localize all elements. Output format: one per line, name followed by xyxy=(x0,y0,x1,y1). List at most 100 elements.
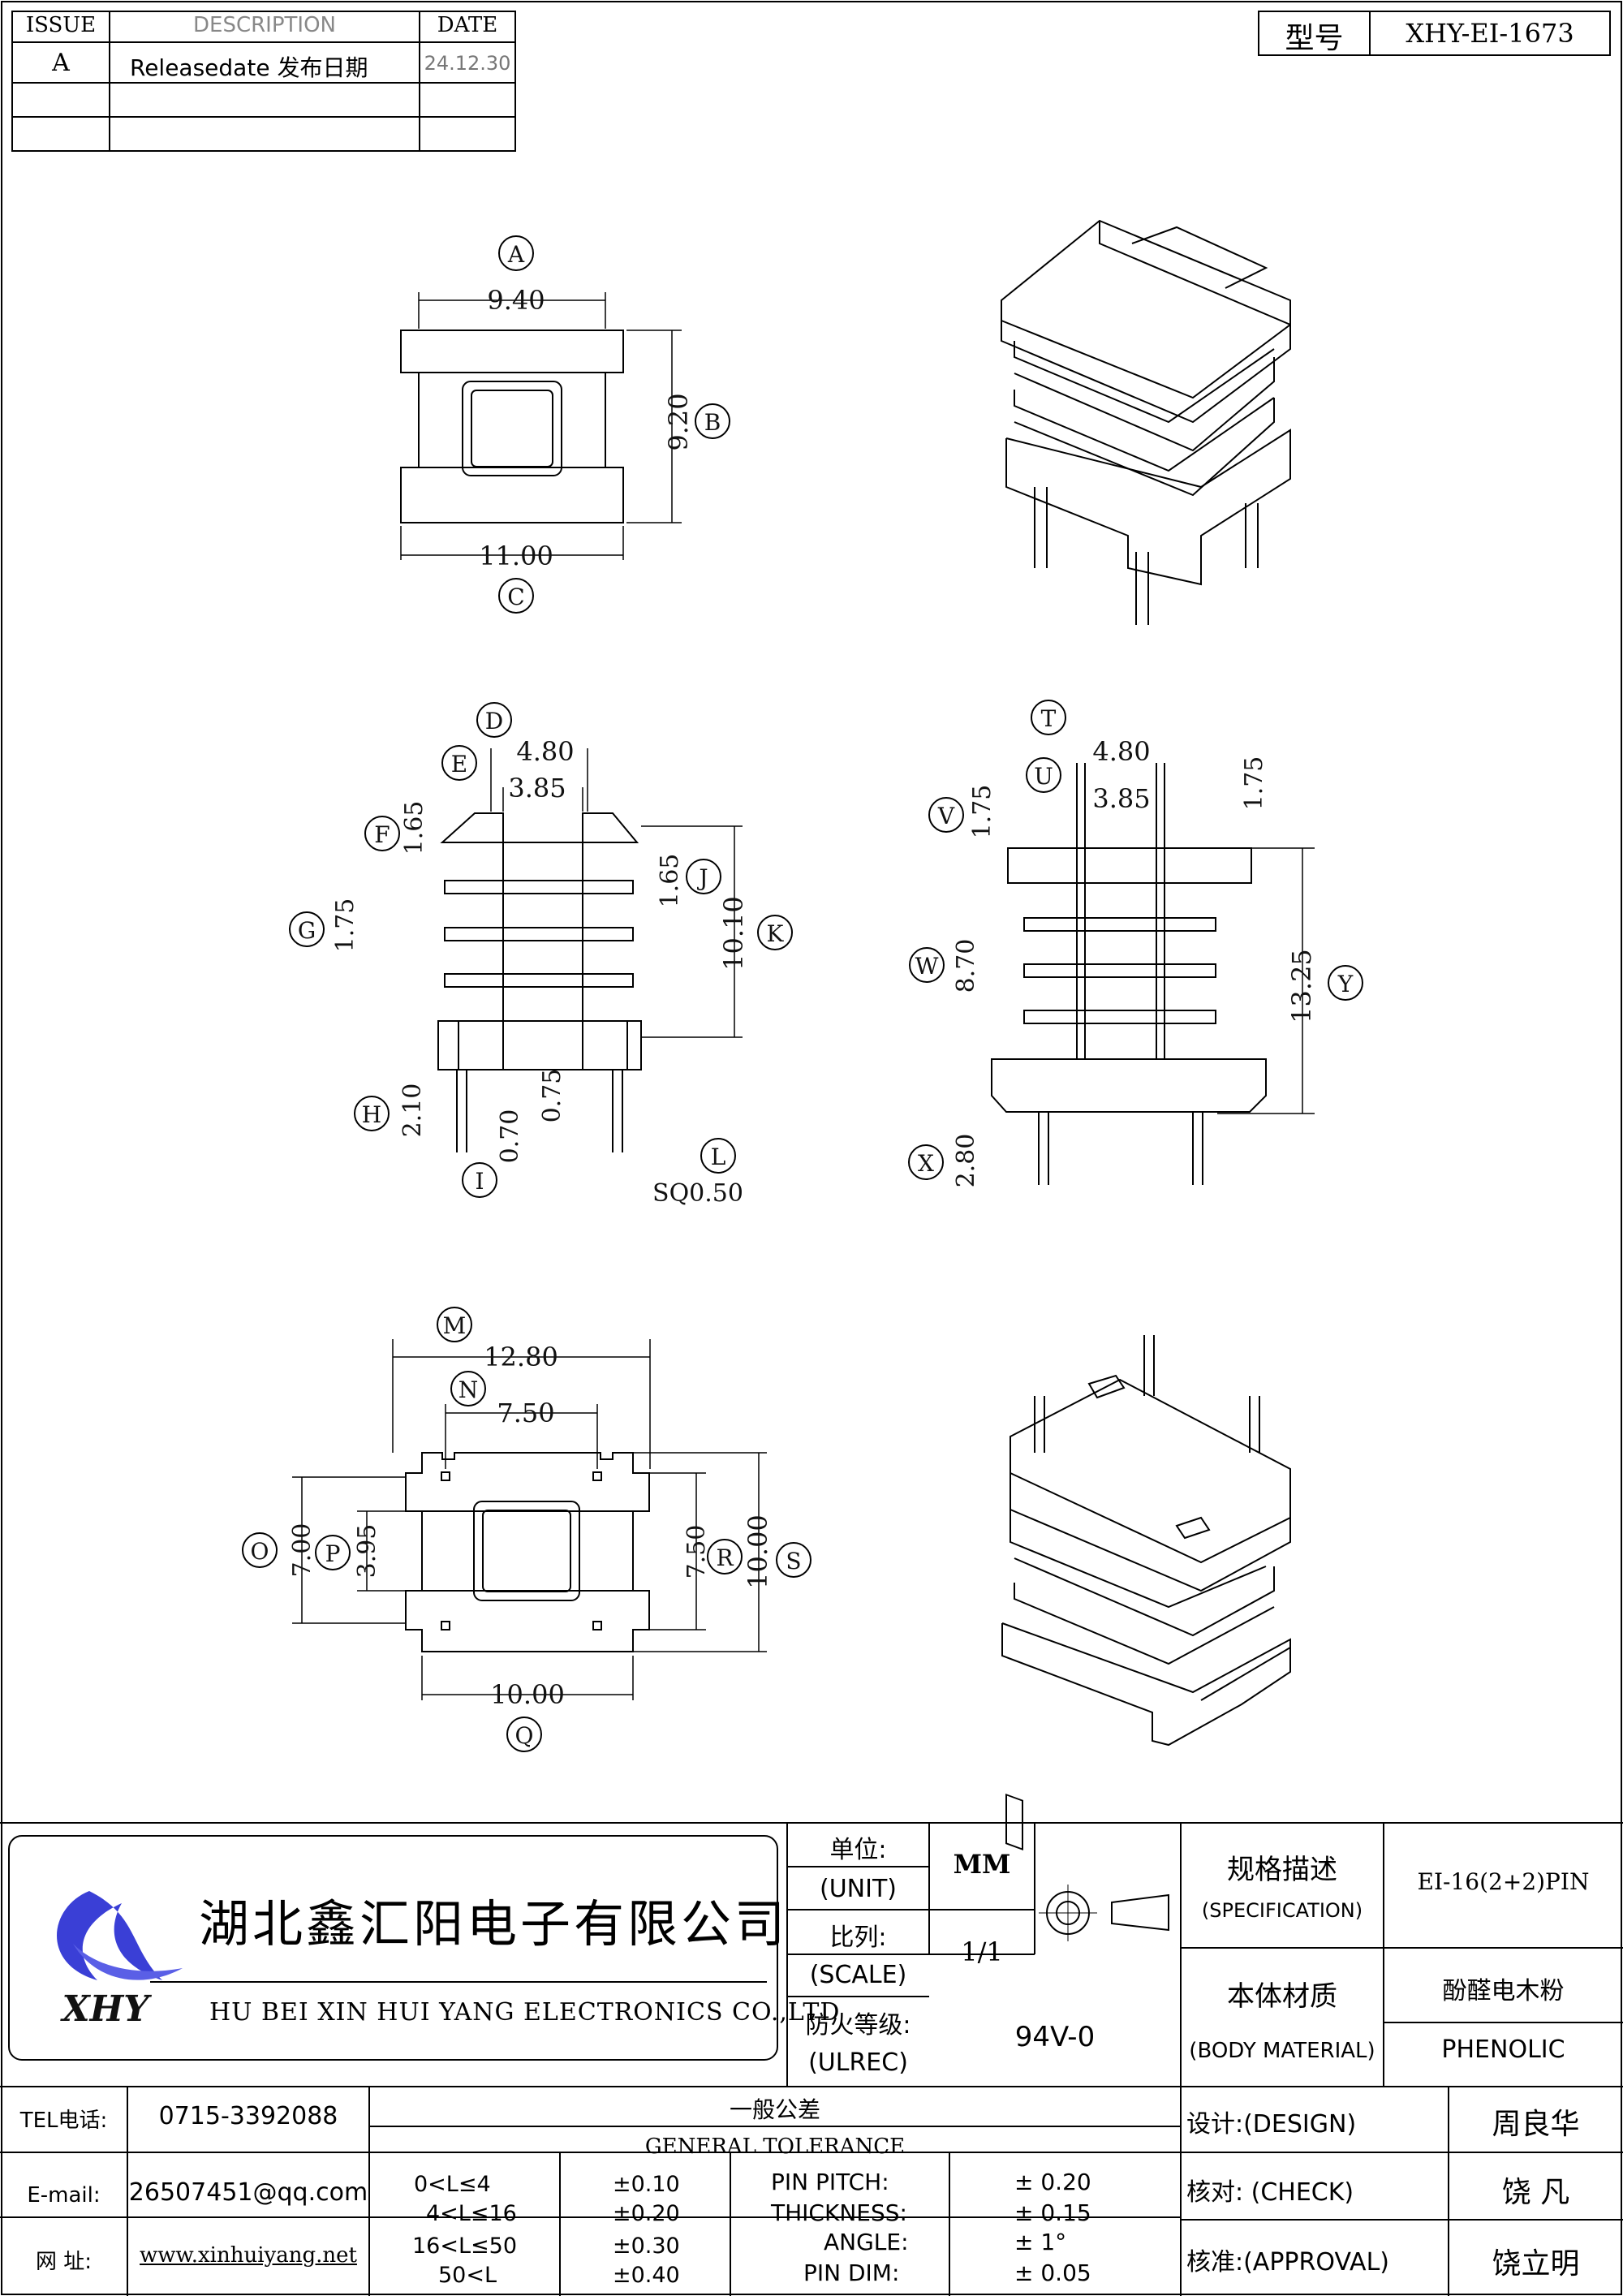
label-q: Q xyxy=(515,1722,534,1749)
approval-name: 饶立明 xyxy=(1492,2247,1580,2281)
bottom-view xyxy=(242,1307,812,1752)
label-s: S xyxy=(786,1548,801,1574)
web-link[interactable]: www.xinhuiyang.net xyxy=(140,2243,357,2268)
dim-r-value: 7.50 xyxy=(682,1525,711,1579)
isometric-view-top xyxy=(1001,219,1291,625)
label-d: D xyxy=(485,708,503,734)
rev-row-date: 24.12.30 xyxy=(424,52,511,75)
rev-header-date: DATE xyxy=(437,13,498,37)
dim-v2-value: 1.75 xyxy=(1240,756,1268,811)
label-v: V xyxy=(937,803,955,829)
label-b: B xyxy=(704,409,721,436)
model-label: 型号 xyxy=(1285,22,1344,55)
spec-value: EI-16(2+2)PIN xyxy=(1417,1868,1590,1895)
label-g: G xyxy=(298,917,316,944)
front-view xyxy=(289,702,793,1198)
model-box xyxy=(1258,11,1611,56)
dim-e-value: 3.85 xyxy=(508,773,566,803)
label-m: M xyxy=(443,1312,467,1339)
revision-table xyxy=(11,11,516,152)
tol-value-1: ±0.10 xyxy=(613,2172,680,2197)
tol-range-3: 16<L≤50 xyxy=(412,2234,518,2259)
tol-value-4: ±0.40 xyxy=(613,2263,680,2288)
tol-range-1: 0<L≤4 xyxy=(414,2172,491,2197)
title-block-grid xyxy=(0,1822,1623,2296)
fire-value: 94V-0 xyxy=(1014,2021,1096,2053)
side-view xyxy=(908,700,1363,1185)
label-i: I xyxy=(475,1168,484,1195)
label-u: U xyxy=(1034,763,1053,790)
label-k: K xyxy=(767,920,785,947)
tel-label: TEL电话: xyxy=(19,2109,108,2133)
label-a: A xyxy=(507,241,525,268)
dim-o-value: 7.00 xyxy=(288,1523,316,1578)
unit-label-en: (UNIT) xyxy=(820,1875,897,1903)
tol-item-2: THICKNESS: xyxy=(771,2199,907,2226)
label-y: Y xyxy=(1337,971,1354,997)
rev-header-issue: ISSUE xyxy=(25,13,97,37)
dim-b-value: 9.20 xyxy=(663,393,694,450)
label-o: O xyxy=(251,1538,269,1565)
dim-i-value: 0.70 xyxy=(496,1109,524,1164)
dim-t-value: 4.80 xyxy=(1092,736,1150,767)
material-label-en: (BODY MATERIAL) xyxy=(1189,2039,1375,2063)
logo-text: XHY xyxy=(59,1988,152,2030)
tol-item-4: PIN DIM: xyxy=(803,2259,900,2286)
tol-range-2: 4<L≤16 xyxy=(426,2201,517,2226)
label-x: X xyxy=(918,1150,934,1177)
dim-d-value: 4.80 xyxy=(516,736,574,767)
dim-h-value: 2.10 xyxy=(398,1083,427,1138)
spec-label-cn: 规格描述 xyxy=(1227,1854,1337,1886)
dim-w-value: 8.70 xyxy=(952,939,980,993)
company-name-en: HU BEI XIN HUI YANG ELECTRONICS CO.,LTD xyxy=(209,1998,841,2027)
tol-range-4: 50<L xyxy=(438,2263,497,2288)
unit-value: MM xyxy=(953,1849,1011,1880)
tol-item-value-3: ± 1° xyxy=(1014,2229,1067,2255)
label-p: P xyxy=(325,1540,341,1567)
dim-s-value: 10.00 xyxy=(743,1514,773,1589)
label-l: L xyxy=(711,1144,726,1170)
material-value-en: PHENOLIC xyxy=(1441,2035,1565,2064)
company-logo: XHY xyxy=(57,1891,183,2030)
tol-item-1: PIN PITCH: xyxy=(771,2169,889,2195)
spec-label-en: (SPECIFICATION) xyxy=(1201,1899,1363,1922)
dim-l-value: SQ0.50 xyxy=(652,1179,743,1208)
tol-item-3: ANGLE: xyxy=(824,2229,909,2255)
tol-item-value-1: ± 0.20 xyxy=(1014,2169,1091,2195)
label-h: H xyxy=(362,1101,381,1128)
material-value-cn: 酚醛电木粉 xyxy=(1442,1977,1565,2005)
label-j: J xyxy=(696,864,708,891)
dim-q-value: 10.00 xyxy=(490,1679,565,1710)
label-w: W xyxy=(915,953,939,980)
label-f: F xyxy=(374,821,390,848)
tolerance-title-cn: 一般公差 xyxy=(729,2096,820,2123)
label-t: T xyxy=(1041,705,1057,732)
dim-g-value: 1.75 xyxy=(331,898,359,953)
fire-label-en: (ULREC) xyxy=(808,2048,908,2077)
scale-label-cn: 比列: xyxy=(829,1923,887,1952)
tol-value-3: ±0.30 xyxy=(613,2234,680,2259)
dim-a-value: 9.40 xyxy=(487,285,545,316)
material-label-cn: 本体材质 xyxy=(1227,1980,1337,2013)
dim-x-value: 2.80 xyxy=(952,1134,980,1188)
design-name: 周良华 xyxy=(1492,2108,1580,2141)
email-label: E-mail: xyxy=(27,2183,101,2208)
top-view xyxy=(400,235,730,614)
dim-k-value: 10.10 xyxy=(718,896,749,971)
tol-value-2: ±0.20 xyxy=(613,2201,680,2226)
design-label: 设计:(DESIGN) xyxy=(1186,2110,1357,2139)
dim-v-value: 1.75 xyxy=(968,785,997,839)
tel-value: 0715-3392088 xyxy=(158,2102,338,2130)
check-name: 饶 凡 xyxy=(1501,2176,1570,2209)
fire-label-cn: 防火等级: xyxy=(805,2011,911,2040)
dim-y-value: 13.25 xyxy=(1286,949,1317,1023)
web-label: 网 址: xyxy=(35,2250,93,2274)
scale-label-en: (SCALE) xyxy=(809,1961,907,1989)
dim-p-value: 3.95 xyxy=(353,1524,381,1579)
rev-header-description: DESCRIPTION xyxy=(193,13,336,37)
label-c: C xyxy=(507,584,524,610)
label-n: N xyxy=(458,1376,479,1403)
company-name-cn: 湖北鑫汇阳电子有限公司 xyxy=(199,1894,789,1954)
rev-row-issue: A xyxy=(52,49,70,77)
